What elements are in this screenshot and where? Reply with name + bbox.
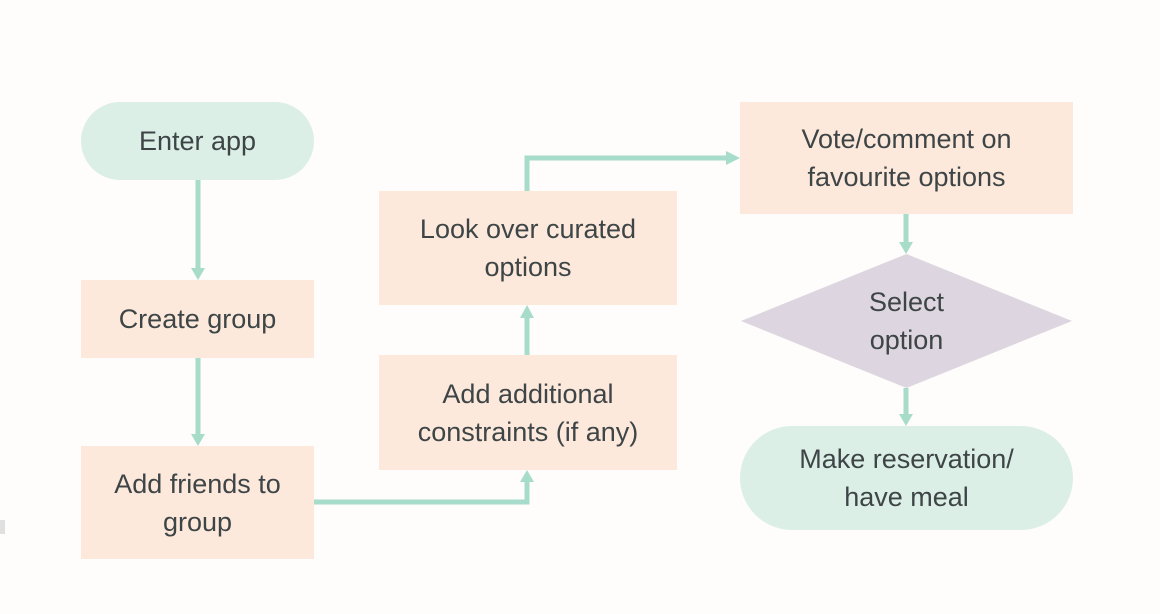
node-look-over-label-line2: options: [484, 252, 572, 282]
node-add-constraints-label-line1: Add additional: [442, 378, 614, 409]
node-vote-comment: Vote/comment on favourite options: [740, 102, 1073, 214]
node-make-reservation-label-line2: have meal: [844, 482, 969, 512]
node-create-group: Create group: [81, 280, 314, 358]
arrowhead-select: [899, 242, 913, 254]
node-select-option-label-line2: option: [869, 325, 944, 355]
arrowhead-look-over: [520, 305, 534, 318]
arrowhead-add-constraints: [520, 470, 534, 482]
node-vote-comment-label-line2: favourite options: [807, 162, 1006, 192]
node-add-friends-label-line2: group: [162, 506, 233, 537]
node-enter-app-label: Enter app: [138, 126, 257, 156]
node-add-constraints: Add additional constraints (if any): [379, 355, 677, 470]
node-add-friends: Add friends to group: [81, 446, 314, 559]
arrowhead-create-group: [191, 268, 205, 280]
arrowhead-add-friends: [191, 434, 205, 446]
arrowhead-make-reservation: [899, 414, 913, 426]
node-vote-comment-label-line1: Vote/comment on: [801, 124, 1012, 154]
node-enter-app: Enter app: [81, 102, 314, 180]
node-look-over: Look over curated options: [379, 191, 677, 305]
node-select-option-label-line1: Select: [868, 287, 945, 317]
arrowhead-vote: [726, 151, 740, 165]
node-add-constraints-label-line2: constraints (if any): [417, 416, 639, 447]
edge-look-over-to-vote: [524, 155, 728, 191]
node-select-option: Select option: [741, 254, 1072, 388]
node-make-reservation-label-line1: Make reservation/: [799, 444, 1014, 474]
node-add-friends-label-line1: Add friends to: [114, 468, 281, 499]
edge-add-friends-to-add-constraints: [314, 480, 530, 505]
node-create-group-label: Create group: [118, 304, 277, 334]
left-edge-mark: [0, 520, 5, 534]
decision-diamond-shape: [741, 254, 1072, 388]
node-make-reservation: Make reservation/ have meal: [740, 426, 1073, 530]
node-look-over-label-line1: Look over curated: [419, 214, 637, 244]
